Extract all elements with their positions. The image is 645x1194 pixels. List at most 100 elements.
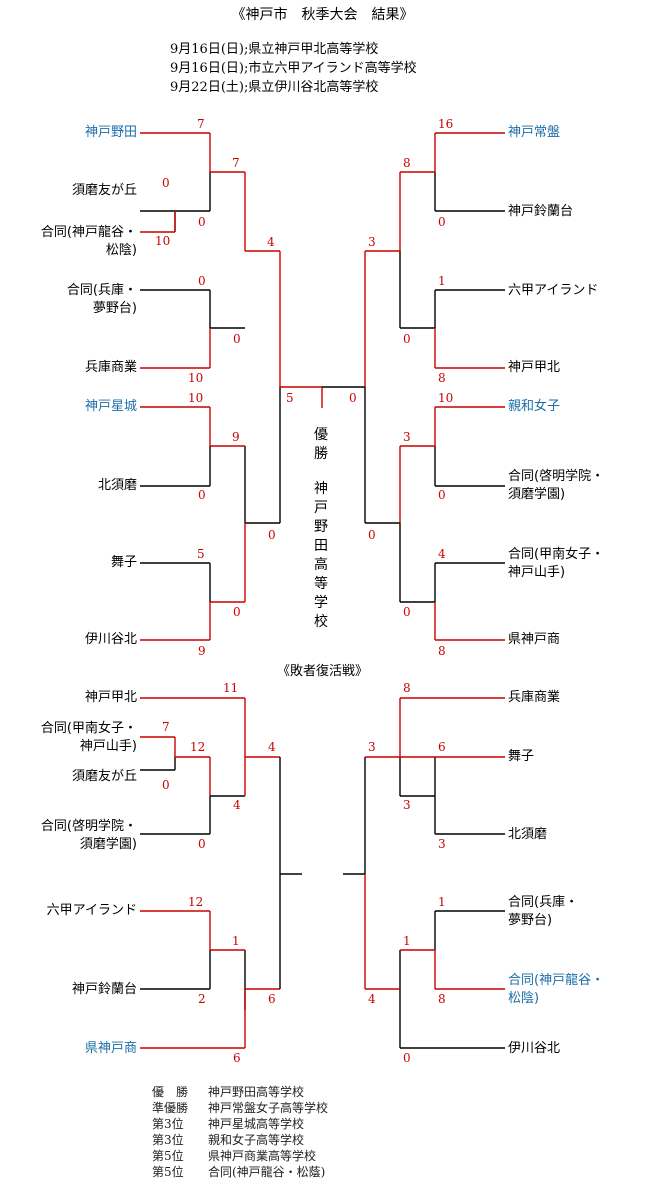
schedule-line: 9月22日(土);県立伊川谷北高等学校 <box>170 80 379 95</box>
result-rank: 優 勝 <box>152 1085 189 1099</box>
result-row: 第5位 合同(神戸龍谷・松蔭) <box>152 1164 328 1180</box>
result-rank: 第5位 <box>152 1149 184 1163</box>
team-label: 六甲アイランド <box>46 903 137 918</box>
team-label: 夢野台) <box>92 301 137 316</box>
team-label: 県神戸商 <box>84 1041 137 1056</box>
result-school: 合同(神戸龍谷・松蔭) <box>208 1165 326 1179</box>
result-row: 第3位親和女子高等学校 <box>152 1132 328 1148</box>
team-label: 須磨友が丘 <box>71 769 137 784</box>
score: 0 <box>438 488 446 502</box>
team-label: 神戸山手) <box>508 565 566 580</box>
score: 0 <box>403 605 411 619</box>
score: 3 <box>403 430 411 444</box>
score: 8 <box>438 371 446 385</box>
score: 0 <box>403 332 411 346</box>
schedule: 9月16日(日);県立神戸甲北高等学校 9月16日(日);市立六甲アイランド高等… <box>170 40 417 97</box>
score: 7 <box>197 117 205 131</box>
team-label: 神戸鈴蘭台 <box>71 982 137 997</box>
team-label: 兵庫商業 <box>84 360 137 375</box>
score: 1 <box>438 895 446 909</box>
team-label: 神戸野田 <box>84 125 137 140</box>
team-label: 須磨友が丘 <box>71 183 137 198</box>
page-title: 《神戸市 秋季大会 結果》 <box>231 7 414 23</box>
score: 12 <box>188 895 204 909</box>
team-label: 舞子 <box>110 555 137 570</box>
score: 6 <box>268 992 276 1006</box>
score: 10 <box>188 391 204 405</box>
team-label: 須磨学園) <box>508 487 566 502</box>
result-rank: 第3位 <box>152 1133 184 1147</box>
team-label: 松陰) <box>105 243 137 258</box>
score: 4 <box>268 740 276 754</box>
result-school: 県神戸商業高等学校 <box>208 1149 317 1163</box>
score: 7 <box>162 720 170 734</box>
score: 3 <box>403 798 411 812</box>
score: 0 <box>403 1051 411 1065</box>
team-label: 夢野台) <box>508 913 553 928</box>
score: 10 <box>188 371 204 385</box>
score: 11 <box>223 681 239 695</box>
schedule-line: 9月16日(日);市立六甲アイランド高等学校 <box>170 61 417 76</box>
result-row: 優 勝 神戸野田高等学校 <box>152 1084 328 1100</box>
team-label: 兵庫商業 <box>508 690 561 705</box>
team-label: 合同(甲南女子・ <box>40 721 137 736</box>
score: 1 <box>232 934 240 948</box>
consolation-title: 《敗者復活戦》 <box>276 664 368 679</box>
team-label: 合同(啓明学院・ <box>40 819 137 834</box>
team-label: 伊川谷北 <box>84 632 137 647</box>
score: 8 <box>403 681 411 695</box>
score: 8 <box>438 644 446 658</box>
champion-label: 優勝 <box>314 427 328 462</box>
result-school: 神戸野田高等学校 <box>208 1085 305 1099</box>
result-school: 神戸常盤女子高等学校 <box>208 1101 329 1115</box>
score: 4 <box>233 798 241 812</box>
score: 9 <box>198 644 206 658</box>
team-label: 合同(啓明学院・ <box>508 469 605 484</box>
team-label: 神戸鈴蘭台 <box>508 204 574 219</box>
team-label: 神戸常盤 <box>508 125 561 140</box>
score: 0 <box>349 391 357 405</box>
result-rank: 第3位 <box>152 1117 184 1131</box>
score: 8 <box>403 156 411 170</box>
score: 0 <box>198 274 206 288</box>
score: 0 <box>162 778 170 792</box>
team-label: 北須磨 <box>508 827 548 842</box>
score: 3 <box>368 740 376 754</box>
team-label: 神戸星城 <box>84 399 137 414</box>
score: 5 <box>286 391 294 405</box>
score: 0 <box>198 488 206 502</box>
result-row: 準優勝神戸常盤女子高等学校 <box>152 1100 328 1116</box>
score: 7 <box>232 156 240 170</box>
score: 0 <box>198 837 206 851</box>
score: 10 <box>155 234 171 248</box>
score: 10 <box>438 391 454 405</box>
team-label: 舞子 <box>508 749 535 764</box>
team-label: 松陰) <box>508 991 540 1006</box>
team-label: 合同(兵庫・ <box>508 895 579 910</box>
score: 5 <box>197 547 205 561</box>
score: 16 <box>438 117 454 131</box>
score: 4 <box>438 547 446 561</box>
score: 6 <box>438 740 446 754</box>
team-label: 伊川谷北 <box>508 1041 561 1056</box>
score: 3 <box>368 235 376 249</box>
score: 4 <box>368 992 376 1006</box>
score: 0 <box>438 215 446 229</box>
team-label: 六甲アイランド <box>508 283 599 298</box>
score: 2 <box>198 992 206 1006</box>
team-label: 合同(神戸龍谷・ <box>508 973 605 988</box>
results-list: 優 勝神戸野田高等学校 準優勝神戸常盤女子高等学校 第3位神戸星城高等学校 第3… <box>152 1084 328 1180</box>
score: 4 <box>267 235 275 249</box>
team-label: 神戸甲北 <box>84 690 137 705</box>
team-label: 合同(神戸龍谷・ <box>40 225 137 240</box>
champion-block: 優勝 神戸野田高等学校 <box>312 426 332 632</box>
result-rank: 第5位 <box>152 1165 184 1179</box>
schedule-line: 9月16日(日);県立神戸甲北高等学校 <box>170 42 379 57</box>
team-label: 神戸山手) <box>79 739 137 754</box>
score: 9 <box>232 430 240 444</box>
score: 0 <box>233 332 241 346</box>
score: 1 <box>438 274 446 288</box>
score: 12 <box>190 740 206 754</box>
team-label: 合同(兵庫・ <box>66 283 137 298</box>
score: 0 <box>233 605 241 619</box>
